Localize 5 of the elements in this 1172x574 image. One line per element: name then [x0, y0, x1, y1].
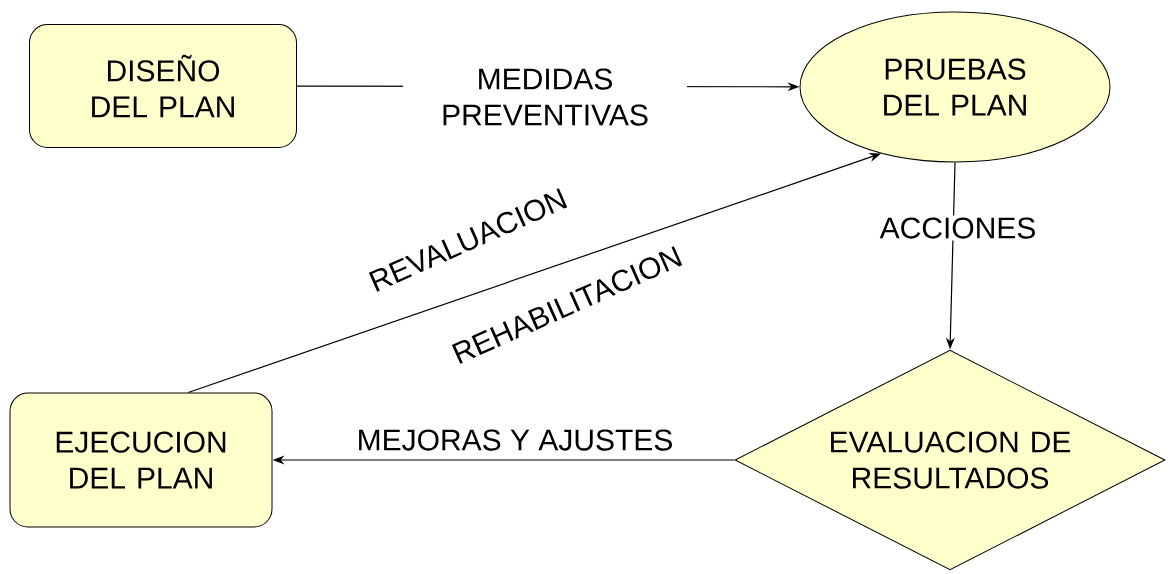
edge-label: MEJORAS Y AJUSTES	[354, 427, 676, 453]
plan-box: EJECUCION DEL PLAN	[9, 392, 273, 528]
edge-label: MEDIDAS PREVENTIVAS	[403, 66, 687, 128]
edge-label: ACCIONES	[877, 215, 1039, 241]
plan-box: DISEÑO DEL PLAN	[29, 24, 297, 148]
